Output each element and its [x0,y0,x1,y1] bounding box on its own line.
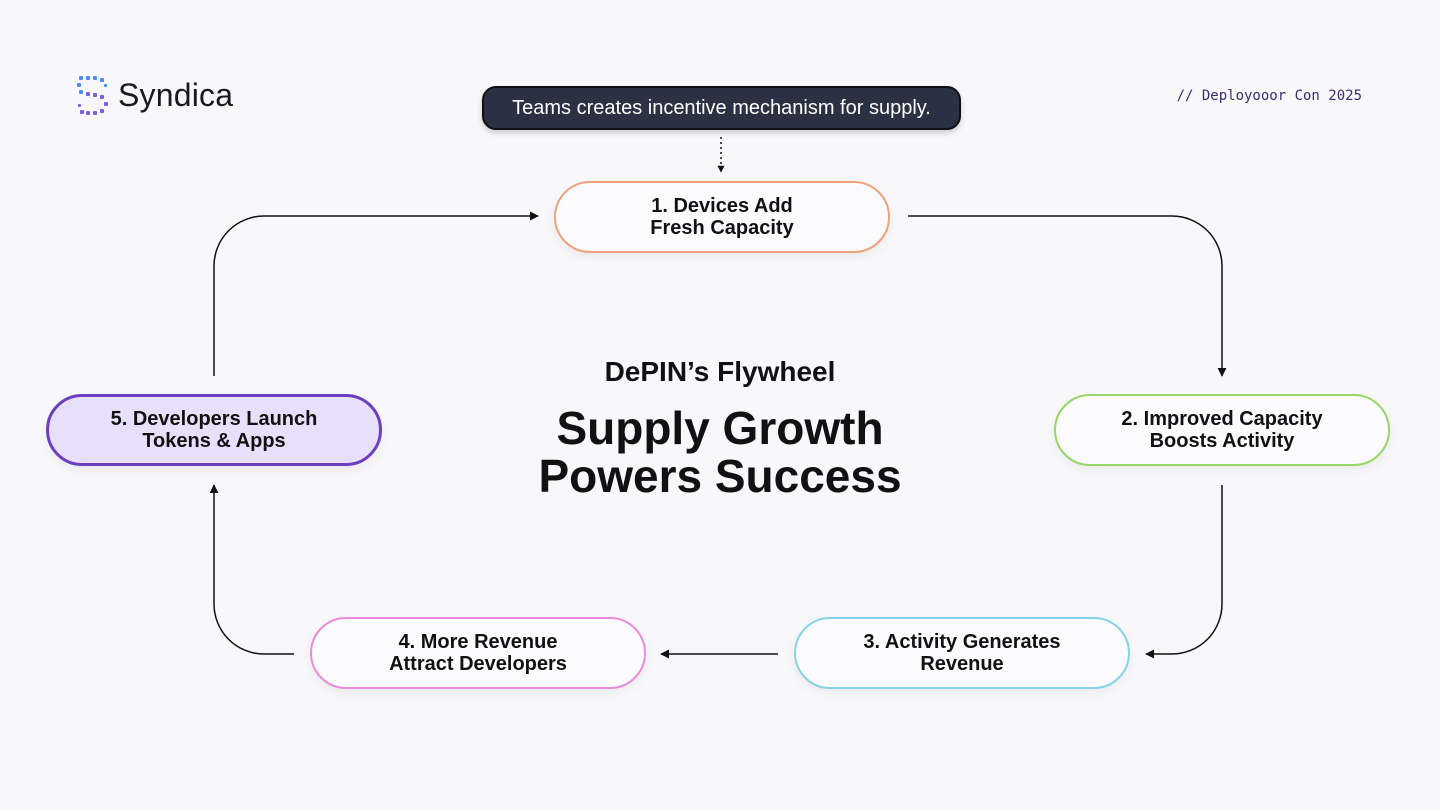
step-1-line1: 1. Devices Add [651,195,793,217]
step-3-line1: 3. Activity Generates [863,631,1061,653]
step-3-line2: Revenue [920,653,1004,675]
incentive-callout: Teams creates incentive mechanism for su… [482,86,961,130]
arrow-step4-to-step5 [209,484,294,655]
step-2-node: 2. Improved Capacity Boosts Activity [1054,394,1390,466]
step-4-node: 4. More Revenue Attract Developers [310,617,646,689]
step-1-line2: Fresh Capacity [650,217,794,239]
brand-name: Syndica [118,76,234,113]
event-tag: // Deployooor Con 2025 [1176,88,1362,104]
flywheel-subtitle: DePIN’s Flywheel [604,356,836,387]
step-5-line1: 5. Developers Launch [110,408,318,430]
syndica-logo-icon [77,76,108,115]
flywheel-title: Supply Growth Powers Success [470,404,970,500]
step-2-line1: 2. Improved Capacity [1121,408,1323,430]
arrow-step2-to-step3 [1145,485,1223,659]
step-2-line2: Boosts Activity [1149,430,1295,452]
step-5-node: 5. Developers Launch Tokens & Apps [46,394,382,466]
arrow-step5-to-step1 [213,211,539,376]
step-3-node: 3. Activity Generates Revenue [794,617,1130,689]
step-1-node: 1. Devices Add Fresh Capacity [554,181,890,253]
title-line-1: Supply Growth [556,402,884,454]
step-5-line2: Tokens & Apps [142,430,286,452]
step-4-line2: Attract Developers [389,653,567,675]
brand-logo: Syndica [76,74,233,116]
arrow-step1-to-step2 [908,215,1227,377]
step-4-line1: 4. More Revenue [398,631,558,653]
title-line-2: Powers Success [538,450,902,502]
